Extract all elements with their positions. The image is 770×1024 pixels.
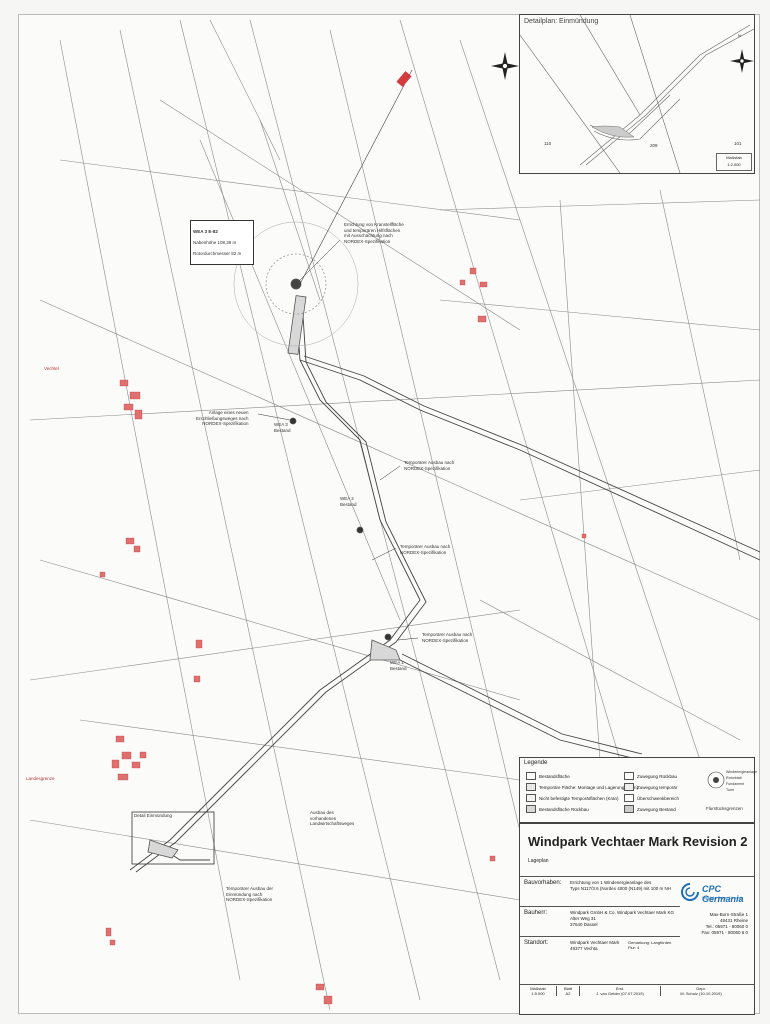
tb-row-bauvorhaben [520,876,754,877]
new-access-note: Anlage eines neuen Erschließungsweges na… [196,410,249,427]
legend-item: Bestandsfläche [526,772,570,780]
plan-subtitle: Lageplan [528,858,549,864]
wea-box-line1: Nabenhöhe 108,38 m [193,239,237,245]
footer-value: J. van Gelder (07.07.2019) [596,991,644,997]
footer-label: Erst. [615,986,625,991]
legend-swatch [624,805,634,813]
logo-tagline: We Make Power Connect [702,896,742,900]
project-title: Windpark Vechtaer Mark Revision 2 [528,834,748,849]
legend-symbol-3: Fundament [726,782,745,786]
wea-box-title: WEA 3 E-82 [193,228,218,234]
legend-label: Temporäre Fläche: Montage und Lagerung (… [539,784,639,790]
temp-ausbau-note-2: Temporärer Ausbau nach NORDEX-Spezifikat… [400,544,451,555]
wea-label-1: WEA 3 Bestand [274,422,291,433]
legend-item: Bestandsfläche Rückbau [526,805,589,813]
parcel-boundaries [29,19,761,1011]
legend-label: Bestandsfläche Rückbau [539,806,589,812]
logo-mark-icon [681,883,699,901]
legend-label: Bestandsfläche [539,773,570,779]
detail-scale-value: 1:2.000 [727,162,741,167]
detail-parcel-1: 110 [544,141,552,146]
legend-symbol-4: Turm [726,788,735,792]
bauherr-value: Windpark GmbH & Co. Windpark Vechtaer Ma… [570,910,675,927]
detail-north-label: N [738,33,741,38]
footer-label: Blatt [563,986,572,991]
wea-box-line2: Rotordurchmesser 82 m [193,251,242,257]
legend-label: Überschwenkbereich [637,795,680,801]
crane-area-note: Errichtung von Kranstellfläche und tempo… [344,222,404,244]
place-label-bottom: Landesgrenze [26,776,55,781]
detail-marker-box [131,811,215,865]
junction-upgrade-note: Temporärer Ausbau der Einmündung nach NO… [226,886,274,903]
footer-label: Maßstab [530,986,546,991]
company-logo: CPC Germania We Make Power Connect [680,882,748,904]
bauvorhaben-value: Errichtung von 1 Windenergieanlage des T… [570,880,671,891]
legend-hinweis: Flurstücksgrenzen [706,806,743,811]
company-address: Max-Born-Straße 1 48431 Rheine Tel.: 059… [701,912,748,936]
footer-label: Gepr. [696,986,706,991]
footer-cell-checked: Gepr. M. Schulz (10.10.2019) [661,986,741,996]
road-network [129,299,761,873]
footer-cell-created: Erst. J. van Gelder (07.07.2019) [580,986,661,997]
tb-row-footer [520,984,754,985]
legend-item: Überschwenkbereich [624,794,679,802]
legend-label: Nicht befestigte Temporärflächen (Kran) [539,795,619,801]
detail-inset: Detailplan: Einmündung N 110 209 101 Maß… [519,14,755,174]
detail-parcel-3: 101 [734,141,742,146]
detail-marker-label: Detail Einmündung [134,813,173,818]
legend-swatch [526,805,536,813]
temp-ausbau-note-3: Temporärer Ausbau nach NORDEX-Spezifikat… [422,632,473,643]
detail-title: Detailplan: Einmündung [524,18,599,25]
legend-symbol-2: Rotorblatt [726,776,742,780]
legend-label: Zuwegung Rückbau [637,773,678,779]
title-block: Windpark Vechtaer Mark Revision 2 Lagepl… [519,823,755,1015]
detail-map [520,15,754,173]
detail-scale: Maßstab 1:2.000 [716,153,752,171]
legend-label: Zuwegung Bestand [637,806,676,812]
standort-extra: Gemarkung: Langförden Flur: 4 [628,940,672,951]
legend-swatch [624,794,634,802]
bauherr-label: Bauherr: [524,910,548,916]
legend-swatch [624,783,634,791]
legend-item: Zuwegung Bestand [624,805,676,813]
buildings [99,267,587,1005]
legend-item: Zuwegung temporär [624,783,677,791]
legend-swatch [624,772,634,780]
detail-north-arrow-icon [730,49,754,73]
place-label-left: Vechtel [44,366,59,371]
north-arrow-icon [491,52,519,80]
footer-value: A2 [565,991,571,997]
footer-value: 1:5.000 [531,991,545,997]
tb-row-bauherr [520,906,680,907]
wea-label-2: WEA 2 Bestand [340,496,357,507]
detail-parcel-2: 209 [650,143,658,148]
legend-symbol-1: Windenergieanlage [726,770,757,774]
footer-cell-sheet: Blatt A2 [557,986,580,997]
legend-swatch [526,783,536,791]
tb-row-standort [520,936,680,937]
turbine-symbol-icon [707,771,725,789]
legend-label: Zuwegung temporär [637,784,678,790]
wea-label-3: WEA 1 Bestand [390,660,407,671]
legend-item: Nicht befestigte Temporärflächen (Kran) [526,794,618,802]
bauvorhaben-label: Bauvorhaben: [524,880,562,886]
legend-swatch [526,772,536,780]
temp-ausbau-note-1: Temporärer Ausbau nach NORDEX-Spezifikat… [404,460,455,471]
legend-item: Zuwegung Rückbau [624,772,677,780]
road-upgrade-note: Ausbau des vorhandenen Landwirtschaftswe… [310,810,355,827]
detail-scale-label: Maßstab [726,155,742,160]
legend: Legende Bestandsfläche Temporäre Fläche:… [519,757,757,823]
legend-title: Legende [524,760,548,766]
wea-info-box: WEA 3 E-82 Nabenhöhe 108,38 m Rotordurch… [190,220,254,266]
legend-swatch [526,794,536,802]
logo-name: CPC Germania [702,884,744,904]
legend-item: Temporäre Fläche: Montage und Lagerung (… [526,783,638,791]
standort-label: Standort: [524,940,549,946]
footer-cell-scale: Maßstab 1:5.000 [520,986,557,997]
standort-value: Windpark Vechtaer Mark 49377 Vechta [570,940,620,951]
footer-value: M. Schulz (10.10.2019) [680,991,722,997]
